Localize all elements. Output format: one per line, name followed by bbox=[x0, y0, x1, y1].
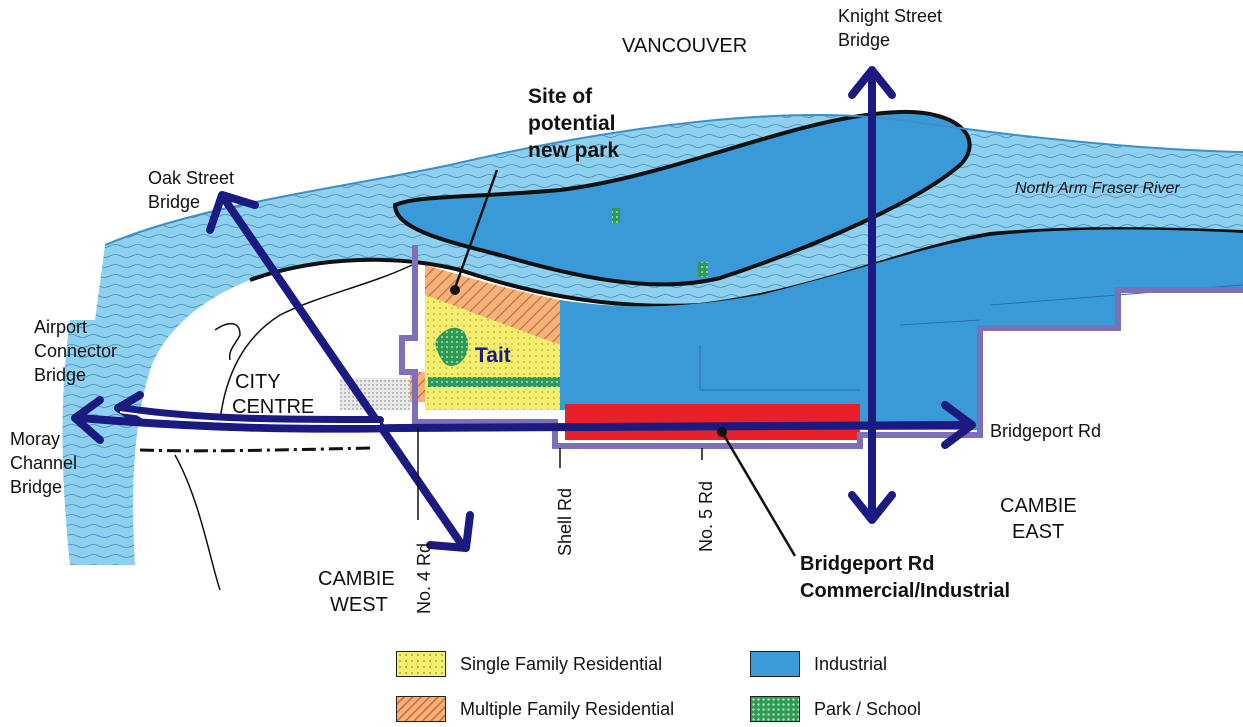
moray-channel bbox=[62, 320, 112, 565]
label-knight-1: Knight Street bbox=[838, 6, 942, 26]
label-no5-rd: No. 5 Rd bbox=[696, 481, 716, 552]
park-island-1 bbox=[612, 208, 620, 223]
label-vancouver: VANCOUVER bbox=[622, 35, 747, 57]
label-city-2: CENTRE bbox=[232, 396, 314, 418]
oak-street-arrow bbox=[221, 196, 466, 549]
label-cambie-west-1: CAMBIE bbox=[318, 568, 395, 590]
label-oak-1: Oak Street bbox=[148, 168, 234, 188]
label-no4-rd: No. 4 Rd bbox=[414, 543, 434, 614]
legend-label: Single Family Residential bbox=[460, 653, 663, 674]
park-swatch bbox=[750, 696, 800, 722]
legend-item-industrial: Industrial bbox=[750, 651, 887, 677]
label-commercial-2: Commercial/Industrial bbox=[800, 580, 1010, 602]
park-tait bbox=[435, 327, 469, 367]
mitchell-island bbox=[392, 109, 972, 287]
label-river: North Arm Fraser River bbox=[1015, 180, 1180, 197]
legend-label: Park / School bbox=[814, 698, 922, 719]
legend-label: Multiple Family Residential bbox=[460, 698, 675, 719]
label-park-site-2: potential bbox=[528, 112, 616, 135]
label-bridgeport: Bridgeport Rd bbox=[990, 421, 1101, 441]
park-strip bbox=[428, 377, 560, 387]
label-park-site-1: Site of bbox=[528, 85, 593, 108]
multi-family-swatch bbox=[396, 696, 446, 722]
legend-item-park: Park / School bbox=[750, 696, 921, 722]
label-airport-2: Connector bbox=[34, 341, 117, 361]
label-commercial-1: Bridgeport Rd bbox=[800, 553, 934, 575]
single-family-swatch bbox=[396, 651, 446, 677]
planning-boundary bbox=[399, 245, 1243, 449]
label-airport-3: Bridge bbox=[34, 365, 86, 385]
label-knight-2: Bridge bbox=[838, 30, 890, 50]
label-city-1: CITY bbox=[235, 371, 281, 393]
label-airport-1: Airport bbox=[34, 317, 87, 337]
legend-item-single-family: Single Family Residential bbox=[396, 651, 662, 677]
label-moray-3: Bridge bbox=[10, 477, 62, 497]
label-cambie-east-2: EAST bbox=[1012, 521, 1064, 543]
industrial-area bbox=[560, 229, 1243, 430]
legend-label: Industrial bbox=[814, 653, 888, 674]
multi-family-area bbox=[425, 265, 560, 345]
legend-item-multi-family: Multiple Family Residential bbox=[396, 696, 674, 722]
fraser-river bbox=[93, 115, 1243, 565]
label-cambie-west-2: WEST bbox=[330, 594, 388, 616]
label-park-site-3: new park bbox=[528, 139, 619, 162]
industrial-swatch bbox=[750, 651, 800, 677]
label-moray-1: Moray bbox=[10, 429, 60, 449]
label-shell-rd: Shell Rd bbox=[555, 488, 575, 556]
label-cambie-east-1: CAMBIE bbox=[1000, 495, 1077, 517]
label-tait: Tait bbox=[475, 344, 511, 367]
label-moray-2: Channel bbox=[10, 453, 77, 473]
label-oak-2: Bridge bbox=[148, 192, 200, 212]
airport-connector-arrow bbox=[116, 404, 384, 424]
park-island-2 bbox=[698, 262, 708, 277]
bridgeport-arrow bbox=[76, 414, 974, 433]
